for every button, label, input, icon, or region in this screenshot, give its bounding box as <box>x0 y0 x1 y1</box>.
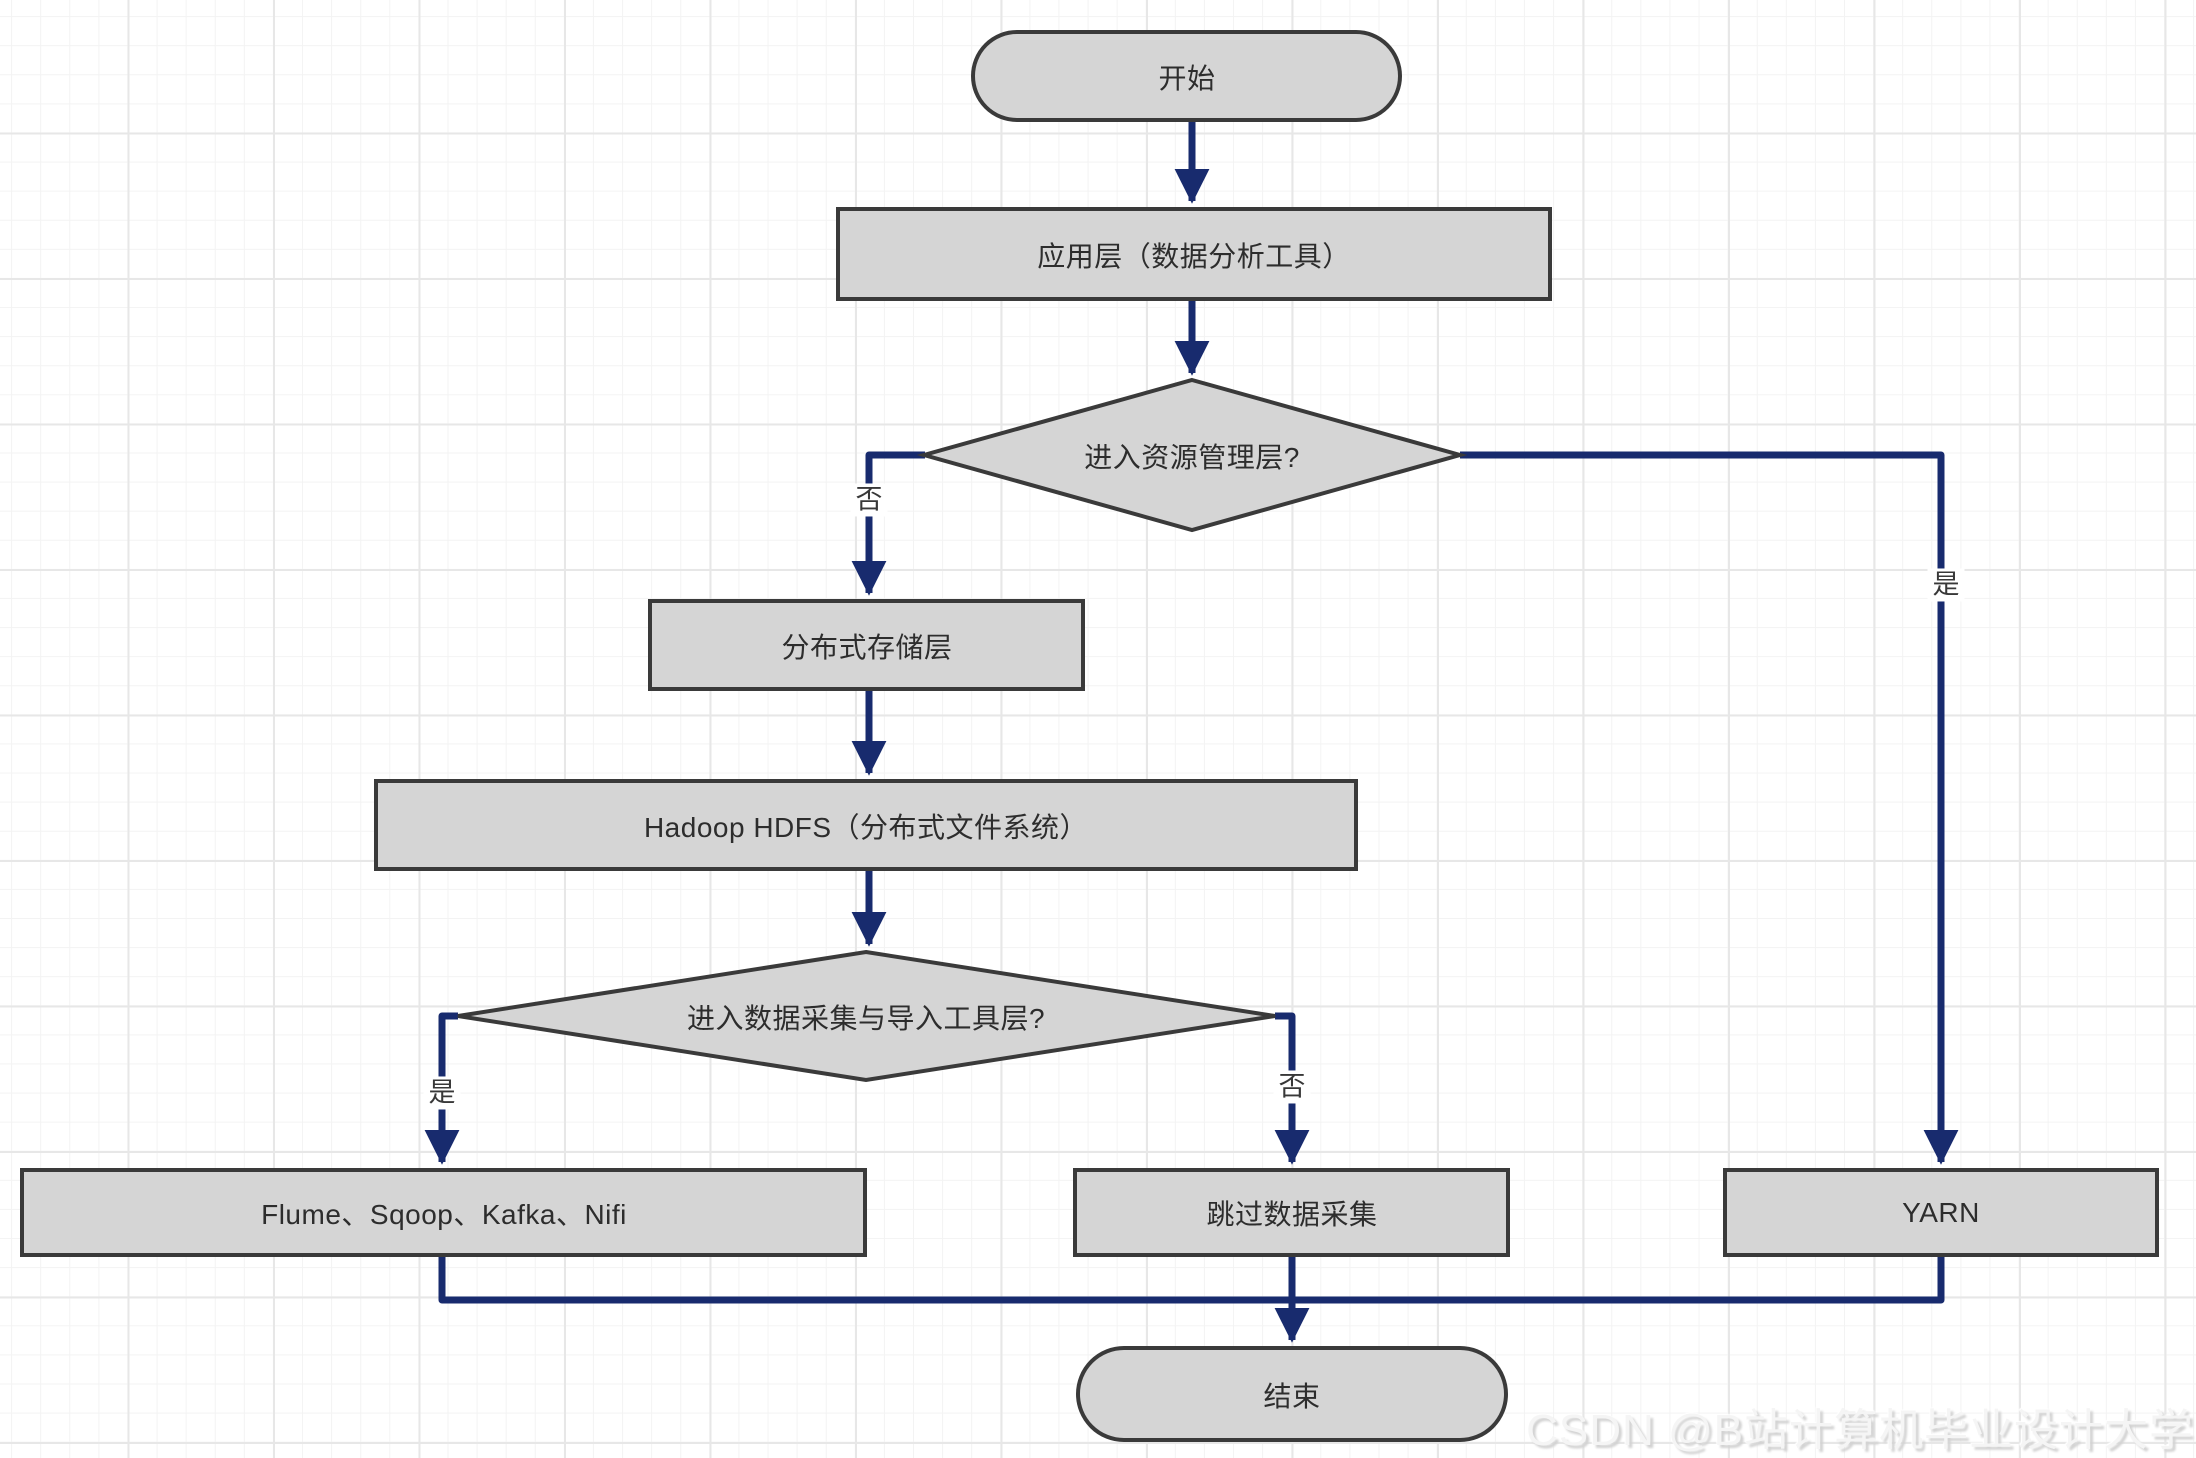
edge-label-ingest-no: 否 <box>1273 1070 1311 1104</box>
edge-yarn-to-join <box>1292 1257 1945 1304</box>
edge-label-resource-no: 否 <box>850 483 888 517</box>
decision-ingest-shape <box>457 949 1276 1083</box>
storage-layer-node-label: 分布式存储层 <box>781 632 953 663</box>
ingest-tools-node-shape <box>20 1168 867 1257</box>
edge-decision-resource-no <box>851 451 925 596</box>
edge-decision-ingest-yes <box>424 1012 460 1165</box>
csdn-watermark: CSDN @B站计算机毕业设计大学 <box>1526 1406 2194 1455</box>
hdfs-node-shape <box>374 779 1358 871</box>
edge-ingest-tools-to-join <box>438 1257 1292 1304</box>
hdfs-node-label: Hadoop HDFS（分布式文件系统） <box>643 812 1089 843</box>
edge-label-ingest-yes: 是 <box>423 1076 461 1110</box>
end-node-shape <box>1076 1346 1508 1442</box>
storage-layer-node-shape <box>648 599 1085 691</box>
yarn-node-shape <box>1723 1168 2159 1257</box>
end-node-label: 结束 <box>1263 1381 1321 1412</box>
yarn-node-label: YARN <box>1902 1197 1980 1228</box>
start-node-label: 开始 <box>1158 63 1216 94</box>
skip-ingest-node-label: 跳过数据采集 <box>1206 1199 1378 1230</box>
app-layer-node-shape <box>836 207 1552 301</box>
skip-ingest-node-shape <box>1073 1168 1510 1257</box>
edge-label-resource-yes: 是 <box>1927 568 1965 602</box>
edge-decision-resource-yes <box>1460 451 1959 1165</box>
ingest-tools-node-label: Flume、Sqoop、Kafka、Nifi <box>261 1199 627 1230</box>
decision-resource-shape <box>916 377 1468 533</box>
start-node-shape <box>971 30 1402 122</box>
decision-resource-label: 进入资源管理层? <box>1084 442 1300 473</box>
app-layer-node-label: 应用层（数据分析工具） <box>1037 241 1351 272</box>
edge-decision-ingest-no <box>1274 1012 1310 1165</box>
decision-ingest-label: 进入数据采集与导入工具层? <box>686 1003 1046 1034</box>
